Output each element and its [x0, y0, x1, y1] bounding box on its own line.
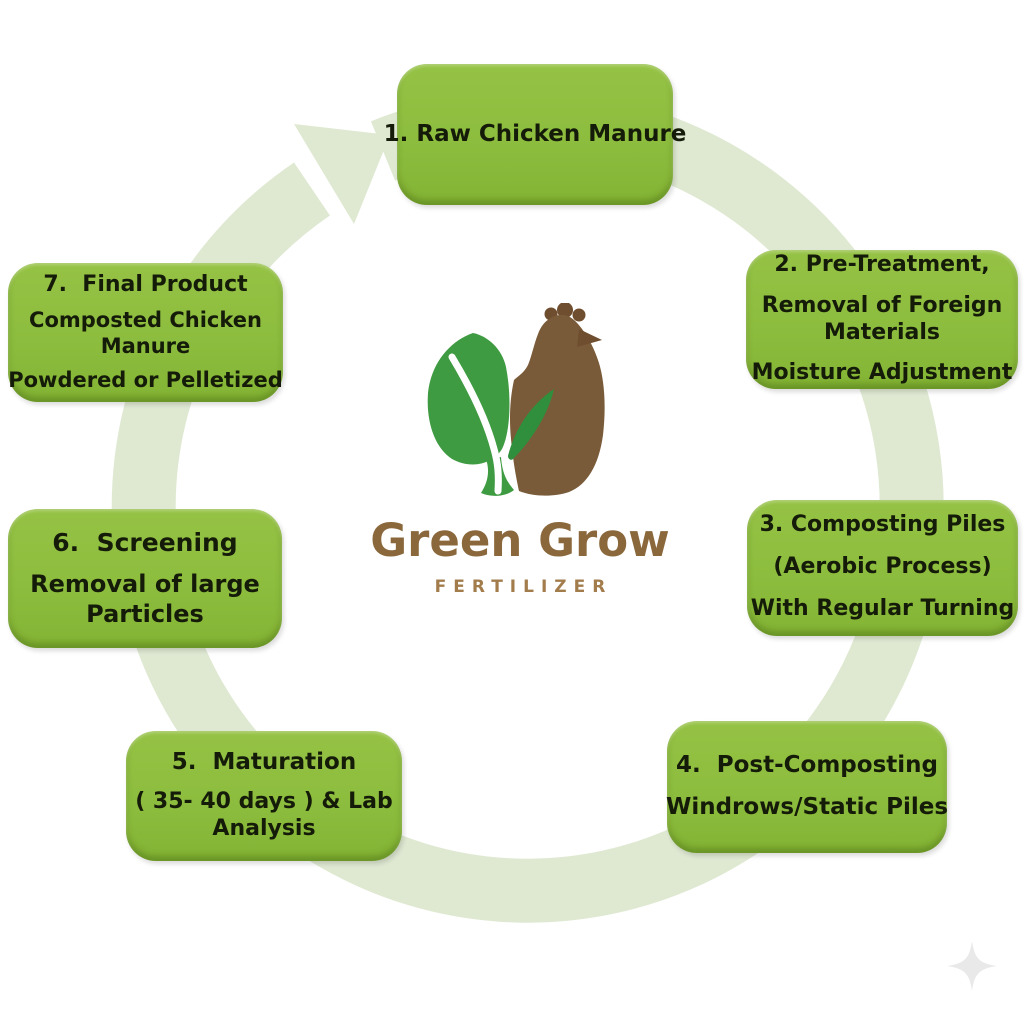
step-box-4: 4. Post-Composting Windrows/Static Piles	[665, 721, 949, 853]
step-box-2: 2. Pre-Treatment, Removal of Foreign Mat…	[746, 250, 1018, 389]
step-4-line: Windrows/Static Piles	[665, 794, 949, 820]
step-box-5: 5. Maturation ( 35- 40 days ) & Lab Anal…	[126, 731, 402, 861]
step-5-title: 5. Maturation	[171, 749, 357, 776]
step-4-title: 4. Post-Composting	[676, 752, 938, 779]
sparkle-icon	[947, 941, 997, 991]
step-7-line: Powdered or Pelletized	[8, 368, 283, 393]
step-5-line: ( 35- 40 days ) & Lab Analysis	[135, 788, 393, 842]
step-3-line: (Aerobic Process)	[773, 554, 992, 580]
step-3-title: 3. Composting Piles	[759, 511, 1006, 537]
brand-tagline: FERTILIZER	[434, 577, 613, 597]
stem-highlight	[448, 353, 502, 495]
wing-leaf-icon	[508, 389, 554, 460]
chicken-icon	[510, 303, 605, 496]
step-box-6: 6. Screening Removal of large Particles	[8, 509, 282, 648]
step-box-1: 1. Raw Chicken Manure	[384, 64, 686, 205]
brand-name: Green Grow	[370, 514, 670, 567]
step-7-title: 7. Final Product	[43, 272, 248, 298]
step-2-line: Moisture Adjustment	[751, 359, 1013, 385]
step-box-7: 7. Final Product Composted Chicken Manur…	[8, 263, 283, 402]
step-6-line: Removal of large Particles	[30, 569, 260, 628]
arrowhead-icon	[294, 124, 390, 224]
beak-icon	[577, 329, 602, 347]
step-1-title: 1. Raw Chicken Manure	[383, 121, 687, 148]
step-7-line: Composted Chicken Manure	[29, 307, 262, 359]
step-3-line: With Regular Turning	[750, 595, 1015, 621]
step-2-title: 2. Pre-Treatment,	[774, 252, 990, 277]
step-6-title: 6. Screening	[52, 528, 238, 558]
step-2-line: Removal of Foreign Materials	[761, 292, 1003, 346]
logo-mark	[427, 303, 605, 496]
leaf-icon	[427, 333, 510, 465]
step-box-3: 3. Composting Piles (Aerobic Process) Wi…	[747, 500, 1018, 636]
